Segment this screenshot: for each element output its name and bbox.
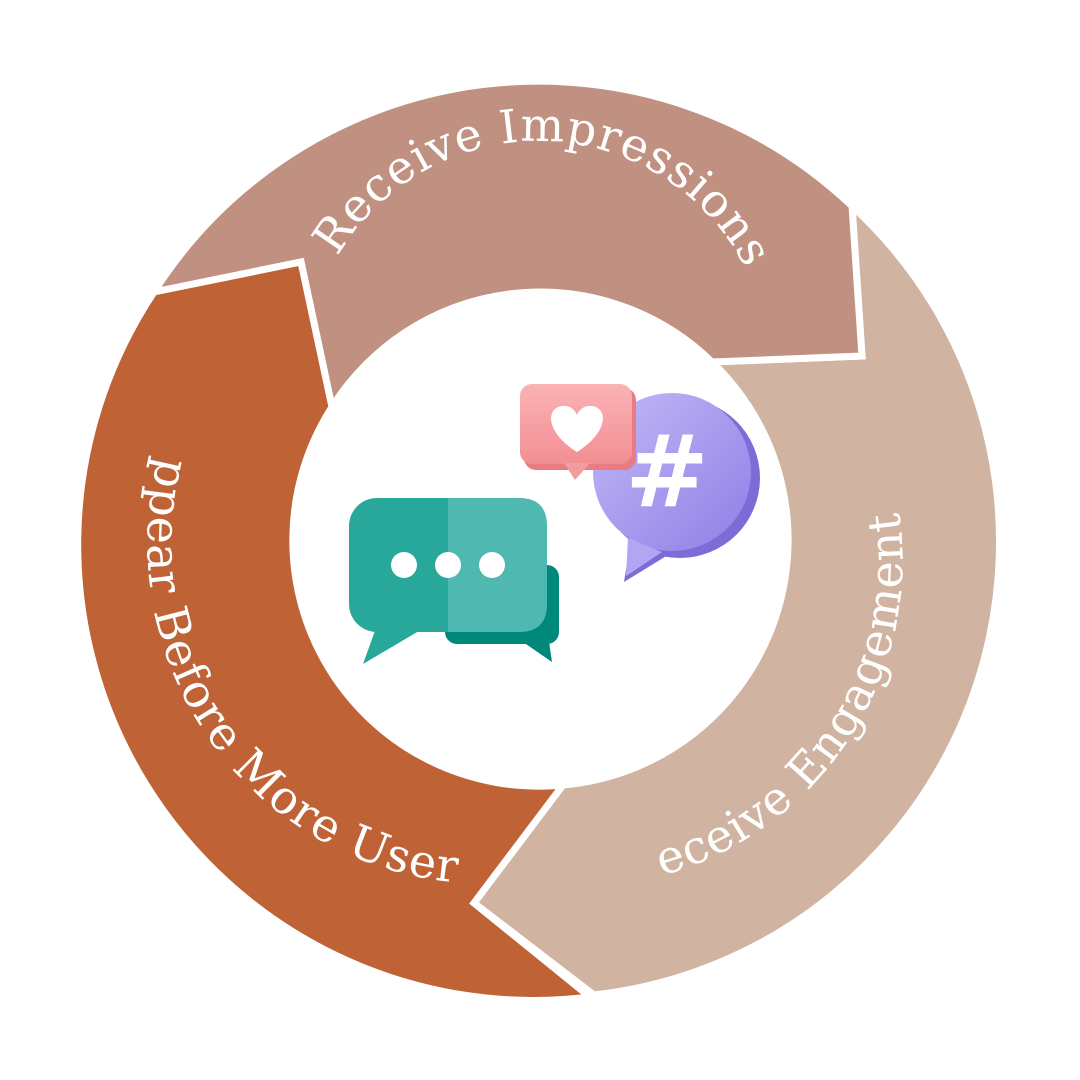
cycle-ring bbox=[74, 77, 1003, 1004]
chat-bubbles-icon bbox=[349, 498, 559, 664]
segment-appear-before-more-users bbox=[74, 257, 599, 1004]
center-social-icons: # bbox=[349, 384, 760, 664]
heart-bubble-icon bbox=[520, 384, 636, 480]
segment-receive-impressions bbox=[146, 77, 866, 417]
hashtag-symbol: # bbox=[625, 413, 709, 530]
chat-dot-3 bbox=[479, 552, 505, 578]
segment-receive-engagements bbox=[469, 197, 1003, 999]
hashtag-bubble-icon: # bbox=[593, 393, 760, 582]
chat-dot-1 bbox=[391, 552, 417, 578]
heart-icon bbox=[551, 405, 603, 452]
chat-dot-2 bbox=[435, 552, 461, 578]
